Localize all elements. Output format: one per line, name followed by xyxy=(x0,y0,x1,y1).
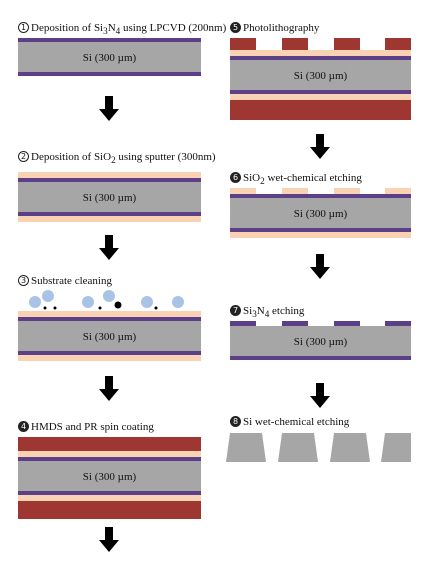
step6-oxide-pattern-block xyxy=(282,188,308,194)
step5-resist-pattern-block xyxy=(334,38,360,50)
step8-si-island xyxy=(226,433,266,462)
step6-oxide-pattern-block xyxy=(385,188,411,194)
step4-resist-top xyxy=(18,437,201,451)
arrow-step6-to-7 xyxy=(310,254,330,279)
step3-si-label: Si (300 µm) xyxy=(83,331,137,343)
step7-nitride-bottom xyxy=(230,356,411,360)
step2-si-label: Si (300 µm) xyxy=(83,192,137,204)
step4-nitride-bottom xyxy=(18,491,201,495)
step1-nitride-top xyxy=(18,38,201,42)
cleaning-droplet xyxy=(141,296,153,308)
contaminant-particle xyxy=(98,306,102,310)
step8-si-island xyxy=(381,433,411,462)
step-4-number: 4 xyxy=(18,421,29,432)
step4-si-label: Si (300 µm) xyxy=(83,471,137,483)
step5-resist-pattern-block xyxy=(230,38,256,50)
step2-oxide-top xyxy=(18,172,201,178)
step2-nitride-top xyxy=(18,178,201,182)
contaminant-particle xyxy=(43,306,47,310)
step6-si-label: Si (300 µm) xyxy=(294,208,348,220)
step6-si-substrate xyxy=(230,198,411,228)
step5-resist-pattern-block xyxy=(282,38,308,50)
arrow-step2-to-3 xyxy=(99,235,119,260)
step-8-number: 8 xyxy=(230,416,241,427)
step6-oxide-pattern-block xyxy=(334,188,360,194)
step5-nitride-top xyxy=(230,56,411,60)
step4-si-substrate xyxy=(18,461,201,491)
step6-oxide-pattern-block xyxy=(230,188,256,194)
step2-si-substrate xyxy=(18,182,201,212)
cleaning-droplet xyxy=(172,296,184,308)
arrow-step4-down xyxy=(99,527,119,552)
step5-resist-pattern-block xyxy=(385,38,411,50)
step-7-number: 7 xyxy=(230,305,241,316)
step5-oxide-bottom xyxy=(230,94,411,100)
step7-si-substrate xyxy=(230,326,411,356)
cleaning-droplet xyxy=(82,296,94,308)
step3-nitride-top xyxy=(18,317,201,321)
step6-nitride-bottom xyxy=(230,228,411,232)
step3-nitride-bottom xyxy=(18,351,201,355)
step4-oxide-top xyxy=(18,451,201,457)
step8-si-island xyxy=(278,433,318,462)
step5-si-label: Si (300 µm) xyxy=(294,70,348,82)
arrow-step5-to-6 xyxy=(310,134,330,159)
step1-nitride-bottom xyxy=(18,72,201,76)
step3-si-substrate xyxy=(18,321,201,351)
arrow-step3-to-4 xyxy=(99,376,119,401)
cleaning-droplet xyxy=(29,296,41,308)
step3-oxide-bottom xyxy=(18,355,201,361)
step5-resist-bottom xyxy=(230,100,411,120)
step7-nitride-pattern-block xyxy=(282,321,308,326)
cleaning-droplet xyxy=(42,290,54,302)
step7-nitride-pattern-block xyxy=(385,321,411,326)
step6-oxide-bottom xyxy=(230,232,411,238)
step-3-number: 3 xyxy=(18,275,29,286)
step4-nitride-top xyxy=(18,457,201,461)
step8-si-island xyxy=(330,433,370,462)
step6-nitride-top xyxy=(230,194,411,198)
step-5-number: 5 xyxy=(230,22,241,33)
step-1-number: 1 xyxy=(18,22,29,33)
step4-oxide-bottom xyxy=(18,495,201,501)
step3-oxide-top xyxy=(18,311,201,317)
contaminant-particle xyxy=(53,306,57,310)
cleaning-droplet xyxy=(103,290,115,302)
arrow-step1-to-2 xyxy=(99,96,119,121)
step7-si-label: Si (300 µm) xyxy=(294,336,348,348)
step1-si-label: Si (300 µm) xyxy=(83,52,137,64)
step2-oxide-bottom xyxy=(18,216,201,222)
step4-resist-bottom xyxy=(18,501,201,519)
step5-si-substrate xyxy=(230,60,411,90)
contaminant-particle xyxy=(114,301,122,309)
step5-nitride-bottom xyxy=(230,90,411,94)
step7-nitride-pattern-block xyxy=(334,321,360,326)
arrow-step7-to-8 xyxy=(310,383,330,408)
step-6-number: 6 xyxy=(230,172,241,183)
step2-nitride-bottom xyxy=(18,212,201,216)
step1-si-substrate xyxy=(18,42,201,72)
contaminant-particle xyxy=(154,306,158,310)
step7-nitride-pattern-block xyxy=(230,321,256,326)
step-2-number: 2 xyxy=(18,151,29,162)
step5-oxide-top xyxy=(230,50,411,56)
